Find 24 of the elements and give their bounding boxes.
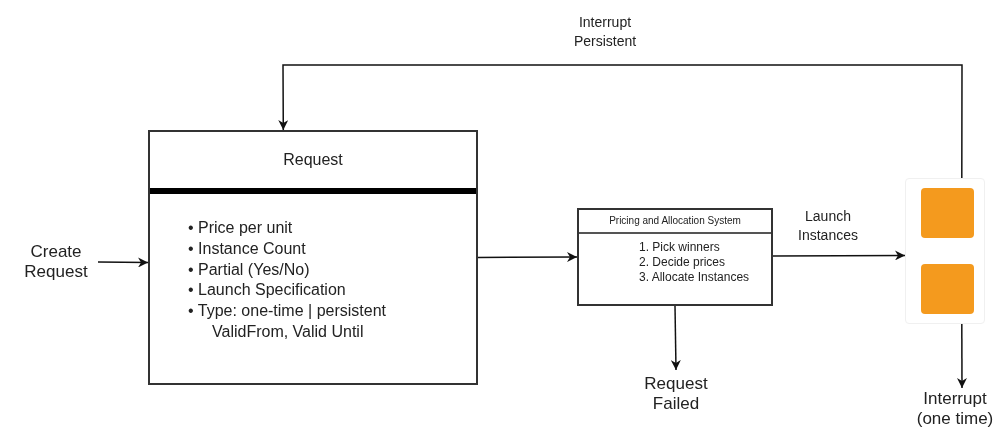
list-item: • Instance Count [188,238,307,259]
arrow [956,323,967,389]
list-item: • Type: one-time | persistent ValidFrom, Valid Until [188,301,387,342]
request-card [148,130,478,385]
list-item: • Launch Specification [188,280,347,301]
arrow [477,252,578,263]
arrow [670,305,681,371]
flow-label: Request Failed [632,370,720,418]
list-item: • Partial (Yes/No) [188,259,311,280]
card-title: Pricing and Allocation System [579,210,771,234]
arrow [772,250,906,261]
arrow [97,257,149,268]
instance-group [905,178,985,324]
flow-label: Interrupt (one time) [905,388,1005,430]
list-item: • Price per unit [188,218,294,238]
card-title: Request [150,132,476,194]
flow-label: Create Request [14,236,98,288]
instance-square [921,264,974,314]
instance-square [921,188,974,238]
list-item: 2. Decide prices [639,255,727,270]
arrow [278,64,963,179]
process-card [577,208,773,306]
list-item: 1. Pick winners [639,240,721,255]
list-item: 3. Allocate Instances [639,270,751,285]
